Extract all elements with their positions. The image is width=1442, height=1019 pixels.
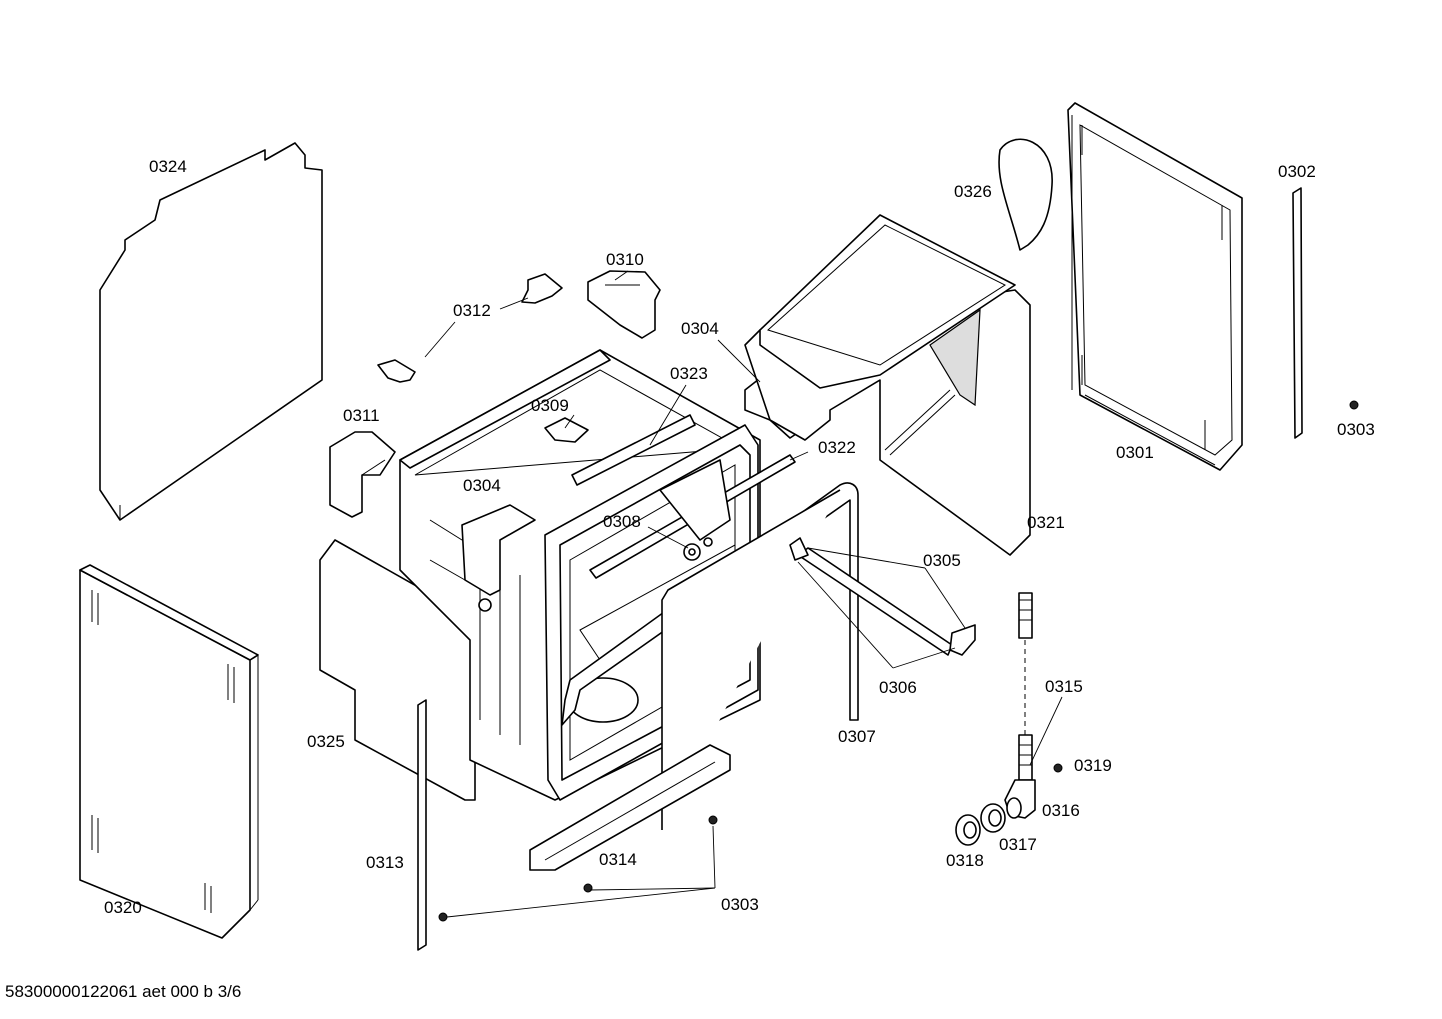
part-0317-ring — [980, 803, 1006, 833]
label-0318: 0318 — [946, 851, 984, 870]
label-0314: 0314 — [599, 850, 637, 869]
label-0307: 0307 — [838, 727, 876, 746]
label-0326: 0326 — [954, 182, 992, 201]
label-0322: 0322 — [818, 438, 856, 457]
part-labels: 0324 0326 0302 0310 0312 0304 0323 0309 … — [104, 157, 1375, 917]
part-0302-strip — [1292, 187, 1303, 439]
part-0318-nut — [955, 814, 981, 846]
label-0303-bottom: 0303 — [721, 895, 759, 914]
part-0314-channel — [529, 744, 731, 871]
part-0324-side-panel — [99, 142, 323, 521]
drawing-reference-caption: 58300000122061 aet 000 b 3/6 — [5, 982, 241, 1001]
label-0317: 0317 — [999, 835, 1037, 854]
part-0309-bracket — [544, 417, 589, 443]
part-0319-screw — [1053, 763, 1063, 773]
label-0311: 0311 — [343, 406, 380, 425]
label-0310: 0310 — [606, 250, 644, 269]
part-0316-elbow — [1004, 779, 1036, 819]
label-0313: 0313 — [366, 853, 404, 872]
label-0301: 0301 — [1116, 443, 1154, 462]
part-0304-front-bracket — [461, 504, 536, 596]
part-0320-side-panel — [79, 564, 259, 939]
part-0305-0306-spray-bar — [789, 537, 976, 656]
label-0304-front: 0304 — [463, 476, 501, 495]
label-0309: 0309 — [531, 396, 569, 415]
label-0302: 0302 — [1278, 162, 1316, 181]
part-0323-bar — [571, 414, 696, 486]
label-0321: 0321 — [1027, 513, 1065, 532]
label-0316: 0316 — [1042, 801, 1080, 820]
label-0305: 0305 — [923, 551, 961, 570]
label-0320: 0320 — [104, 898, 142, 917]
part-0308-hinge — [659, 459, 731, 561]
part-0313-strip — [417, 699, 427, 951]
label-0319: 0319 — [1074, 756, 1112, 775]
label-0306: 0306 — [879, 678, 917, 697]
part-0315-hose — [1018, 592, 1033, 781]
part-0312-small-brackets — [377, 273, 563, 383]
part-0310-bracket — [587, 270, 661, 339]
part-0321-side-panel — [744, 214, 1031, 556]
label-0323: 0323 — [670, 364, 708, 383]
label-0308: 0308 — [603, 512, 641, 531]
label-0304-rear: 0304 — [681, 319, 719, 338]
leader-lines — [424, 270, 1063, 918]
label-0325: 0325 — [307, 732, 345, 751]
label-0312: 0312 — [453, 301, 491, 320]
part-0311-bracket — [329, 431, 396, 518]
label-0315: 0315 — [1045, 677, 1083, 696]
label-0303-right: 0303 — [1337, 420, 1375, 439]
label-0324: 0324 — [149, 157, 187, 176]
part-0326-insulation — [998, 138, 1053, 251]
part-0307-hose-frame — [561, 482, 859, 830]
part-0301-side-panel — [1067, 102, 1243, 471]
